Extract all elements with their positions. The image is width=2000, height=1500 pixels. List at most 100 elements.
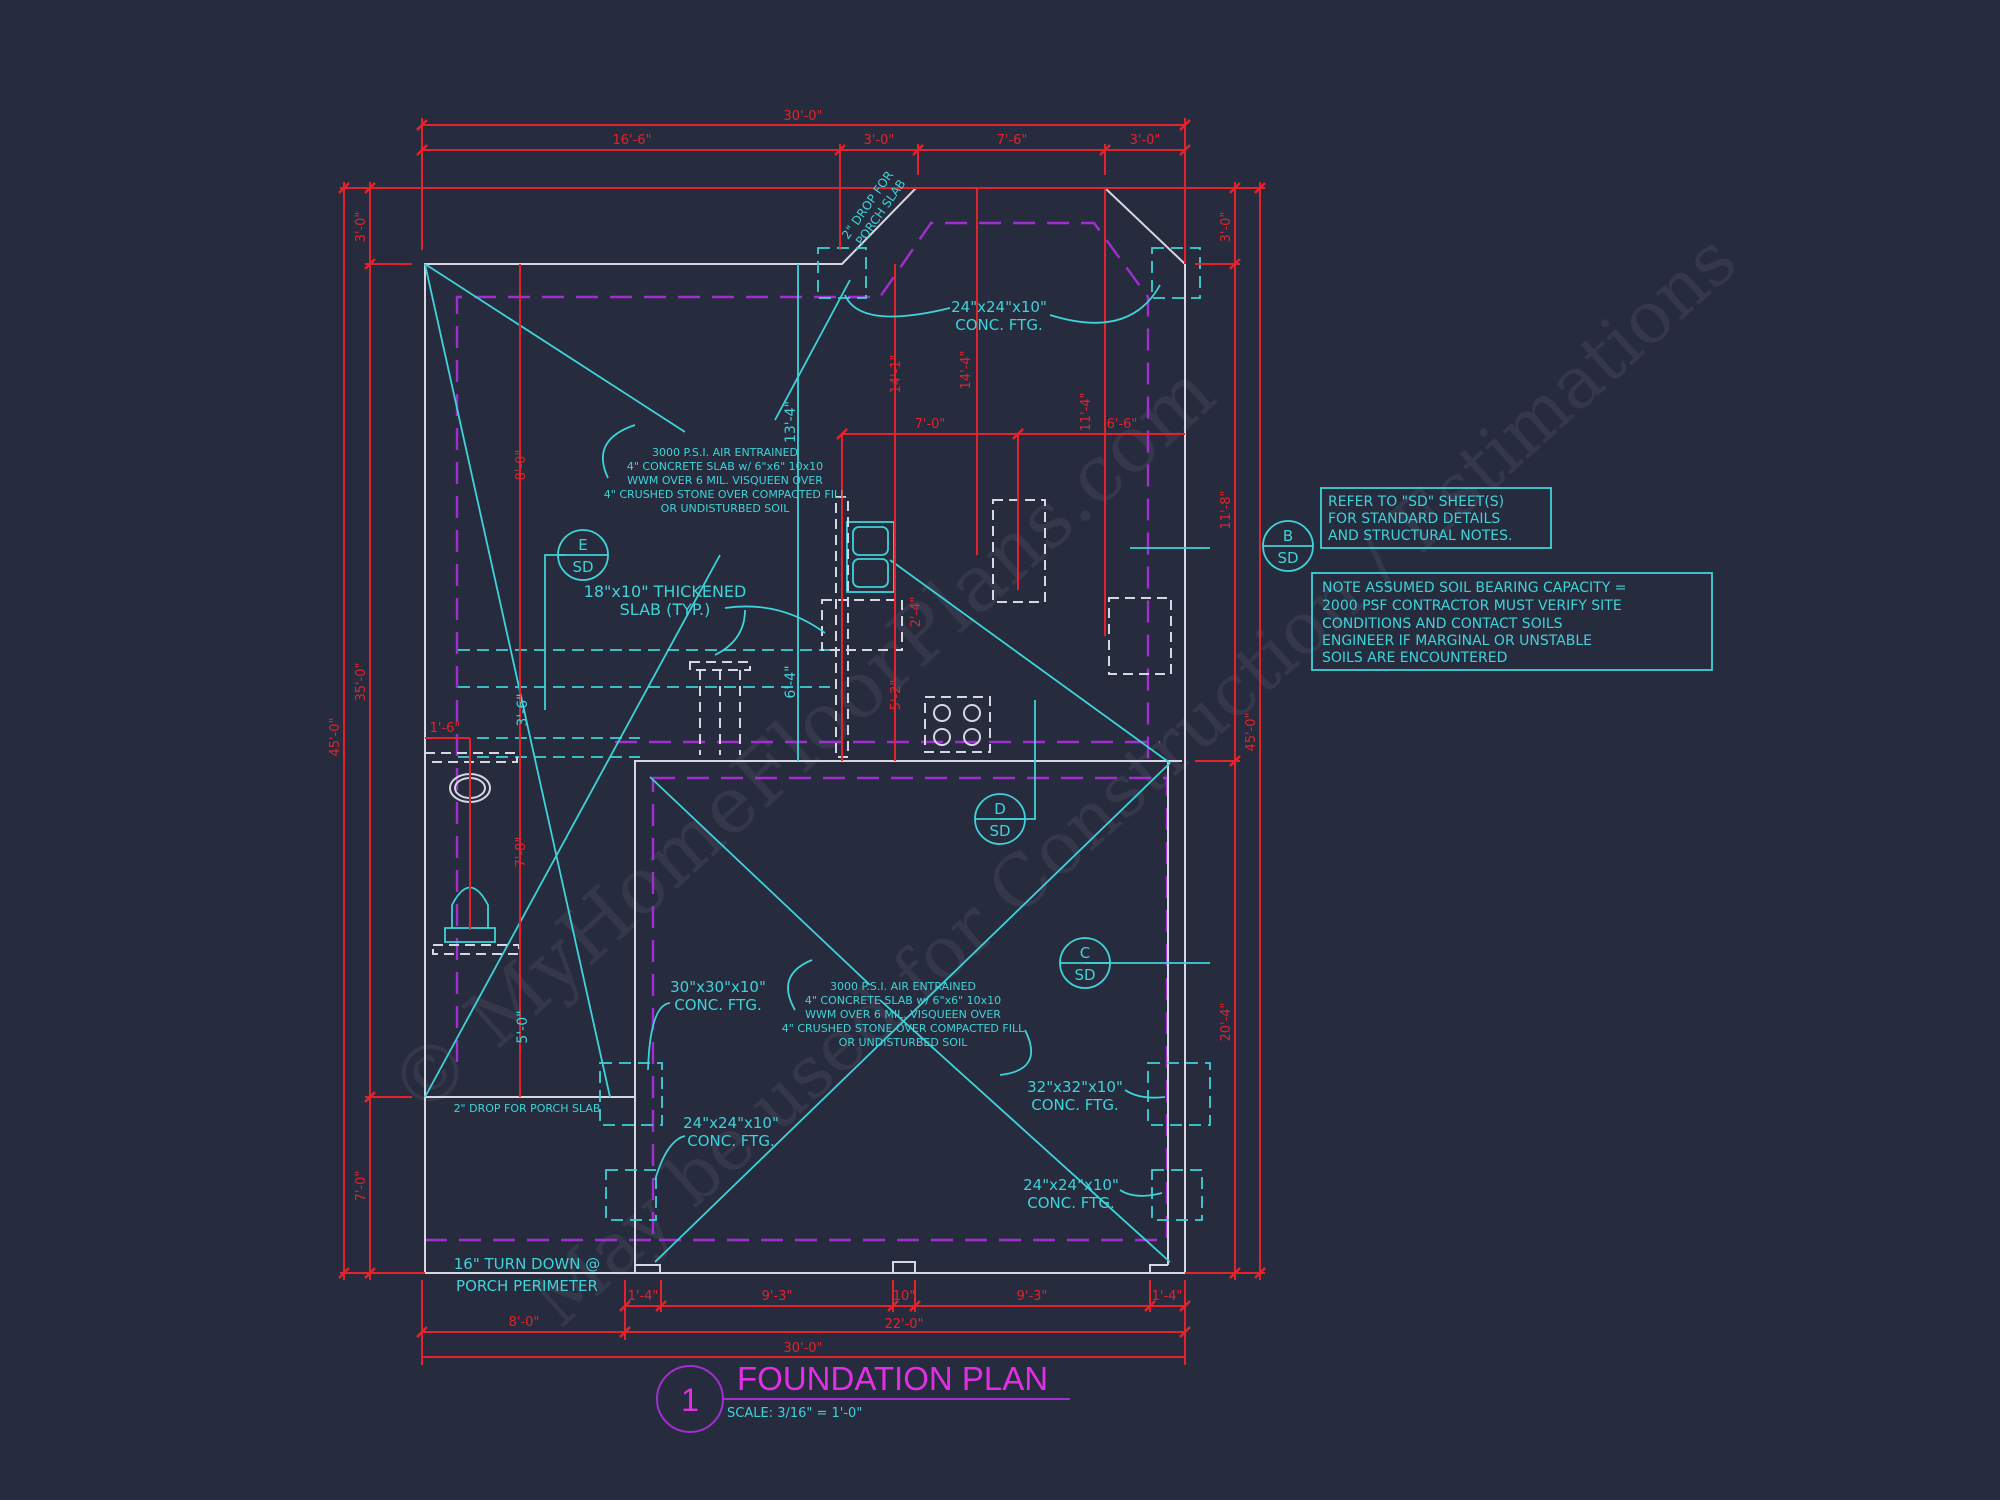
kitchen-sink-icon <box>846 521 895 593</box>
dim-interior-cyan: 3'-6" <box>515 693 531 726</box>
refer-sd-note-box: REFER TO "SD" SHEET(S) FOR STANDARD DETA… <box>1320 487 1552 549</box>
note-line: SOILS ARE ENCOUNTERED <box>1322 650 1507 666</box>
section-marker-d[interactable]: D SD <box>974 793 1026 845</box>
dim-bottom-segment: 9'-3" <box>1017 1289 1048 1304</box>
turn-down-note: PORCH PERIMETER <box>456 1277 598 1295</box>
section-marker-c[interactable]: C SD <box>1059 937 1111 989</box>
footing-callout: 30"x30"x10" CONC. FTG. <box>647 978 766 1071</box>
dim-bottom-segment: 1'-4" <box>628 1289 659 1304</box>
dim-bottom-segment: 1'-4" <box>1152 1289 1183 1304</box>
dim-bottom-middle: 8'-0" <box>509 1315 540 1330</box>
footing-pad <box>1151 1169 1203 1221</box>
dim-interior-cyan: 5'-0" <box>515 1010 531 1043</box>
dim-right-segment: 11'-8" <box>1219 490 1234 529</box>
footing-label: CONC. FTG. <box>674 996 761 1014</box>
section-id: B <box>1283 527 1293 545</box>
dim-left-segment: 3'-0" <box>354 212 369 243</box>
note-line: AND STRUCTURAL NOTES. <box>1328 528 1512 544</box>
drawing-scale: SCALE: 3/16" = 1'-0" <box>727 1406 862 1421</box>
footing-callout: 24"x24"x10" CONC. FTG. <box>654 1114 779 1181</box>
note-line: OR UNDISTURBED SOIL <box>661 502 791 515</box>
note-line: 4" CONCRETE SLAB w/ 6"x6" 10x10 <box>627 460 823 473</box>
plumbing-fixtures <box>424 496 991 955</box>
slab-note-upper: 3000 P.S.I. AIR ENTRAINED 4" CONCRETE SL… <box>602 424 847 515</box>
dim-interior: 7'-8" <box>514 837 529 868</box>
footing-pad <box>817 247 867 299</box>
note-line: SLAB (TYP.) <box>620 600 711 619</box>
dim-right-segment: 20'-4" <box>1219 1002 1234 1041</box>
dim-interior: 1'-6" <box>430 721 461 736</box>
dimension-labels: 30'-0" 16'-6" 3'-0" 7'-6" 3'-0" 3'-0" 35… <box>328 109 1259 1356</box>
footing-callout: 24"x24"x10" CONC. FTG. <box>1023 1176 1163 1212</box>
footing-pads <box>599 247 1211 1221</box>
footing-callout: 32"x32"x10" CONC. FTG. <box>1027 1078 1166 1114</box>
section-id: C <box>1080 944 1090 962</box>
dim-interior-cyan: 6'-4" <box>783 665 799 698</box>
dim-interior: 7'-0" <box>915 417 946 432</box>
note-line: 4" CRUSHED STONE OVER COMPACTED FILL <box>604 488 847 501</box>
note-line: NOTE ASSUMED SOIL BEARING CAPACITY = <box>1322 580 1626 596</box>
note-line: FOR STANDARD DETAILS <box>1328 511 1500 527</box>
section-id: E <box>578 536 587 554</box>
section-marker-b[interactable]: B SD <box>1262 520 1314 572</box>
thickened-slab-note: 18"x10" THICKENED SLAB (TYP.) <box>584 582 826 656</box>
dimension-lines <box>340 118 1265 1365</box>
footing-size: 32"x32"x10" <box>1027 1078 1123 1096</box>
porch-drop-note-bottom: 2" DROP FOR PORCH SLAB <box>454 1102 601 1115</box>
footing-label: CONC. FTG. <box>955 316 1042 334</box>
note-line: 4" CRUSHED STONE OVER COMPACTED FILL <box>782 1022 1025 1035</box>
dimension-ticks <box>338 119 1266 1338</box>
dim-top-segment: 7'-6" <box>997 133 1028 148</box>
note-line: 4" CONCRETE SLAB w/ 6"x6" 10x10 <box>805 994 1001 1007</box>
dim-top-segment: 3'-0" <box>1130 133 1161 148</box>
dim-right-segment: 3'-0" <box>1219 212 1234 243</box>
footing-pad <box>605 1169 657 1221</box>
footing-outline <box>425 221 1169 1242</box>
dim-bottom-segment: 9'-3" <box>762 1289 793 1304</box>
note-line: 3000 P.S.I. AIR ENTRAINED <box>652 446 798 459</box>
cooktop-icon <box>924 696 991 753</box>
section-marker-e[interactable]: E SD <box>557 529 609 581</box>
footing-size: 24"x24"x10" <box>951 298 1047 316</box>
footing-size: 30"x30"x10" <box>670 978 766 996</box>
dim-interior-cyan: 13'-4" <box>783 401 799 443</box>
note-line: 2000 PSF CONTRACTOR MUST VERIFY SITE <box>1322 598 1622 614</box>
dim-interior: 14'-4" <box>959 350 974 389</box>
footing-pad <box>599 1062 663 1126</box>
section-id: D <box>994 800 1006 818</box>
note-line: REFER TO "SD" SHEET(S) <box>1328 494 1504 510</box>
dim-interior: 14'-1" <box>889 354 904 393</box>
dim-bottom-overall: 30'-0" <box>783 1341 822 1356</box>
dim-top-segment: 3'-0" <box>864 133 895 148</box>
slab-note-lower: 3000 P.S.I. AIR ENTRAINED 4" CONCRETE SL… <box>782 959 1033 1076</box>
footing-size: 24"x24"x10" <box>683 1114 779 1132</box>
note-line: ENGINEER IF MARGINAL OR UNSTABLE <box>1322 633 1592 649</box>
turn-down-note: 16" TURN DOWN @ <box>454 1255 600 1273</box>
dim-left-overall: 45'-0" <box>328 717 343 756</box>
dim-interior: 11'-4" <box>1079 392 1094 431</box>
dim-bottom-middle: 22'-0" <box>884 1317 923 1332</box>
footing-pad <box>1151 247 1201 299</box>
note-line: WWM OVER 6 MIL. VISQUEEN OVER <box>627 474 823 487</box>
dim-top-segment: 16'-6" <box>612 133 651 148</box>
detail-number: 1 <box>681 1382 699 1418</box>
section-sheet: SD <box>1277 549 1298 567</box>
note-line: 3000 P.S.I. AIR ENTRAINED <box>830 980 976 993</box>
dim-left-segment: 35'-0" <box>354 662 369 701</box>
soil-bearing-note-box: NOTE ASSUMED SOIL BEARING CAPACITY = 200… <box>1311 572 1713 671</box>
dim-interior: 6'-6" <box>1107 417 1138 432</box>
footing-size: 24"x24"x10" <box>1023 1176 1119 1194</box>
dim-left-segment: 7'-0" <box>354 1171 369 1202</box>
dim-interior: 8'-0" <box>514 450 529 481</box>
footing-pad <box>1147 1062 1211 1126</box>
note-line: WWM OVER 6 MIL. VISQUEEN OVER <box>805 1008 1001 1021</box>
note-line: 18"x10" THICKENED <box>584 582 747 601</box>
dim-interior: 2'-4" <box>909 597 924 628</box>
note-line: OR UNDISTURBED SOIL <box>839 1036 969 1049</box>
dim-bottom-segment: 10" <box>893 1289 916 1304</box>
page-title: FOUNDATION PLAN <box>737 1360 1048 1397</box>
footing-label: CONC. FTG. <box>1031 1096 1118 1114</box>
dim-right-overall: 45'-0" <box>1244 712 1259 751</box>
watermark: © MyHomeFloorPlans.com May be used for C… <box>372 217 1752 1343</box>
